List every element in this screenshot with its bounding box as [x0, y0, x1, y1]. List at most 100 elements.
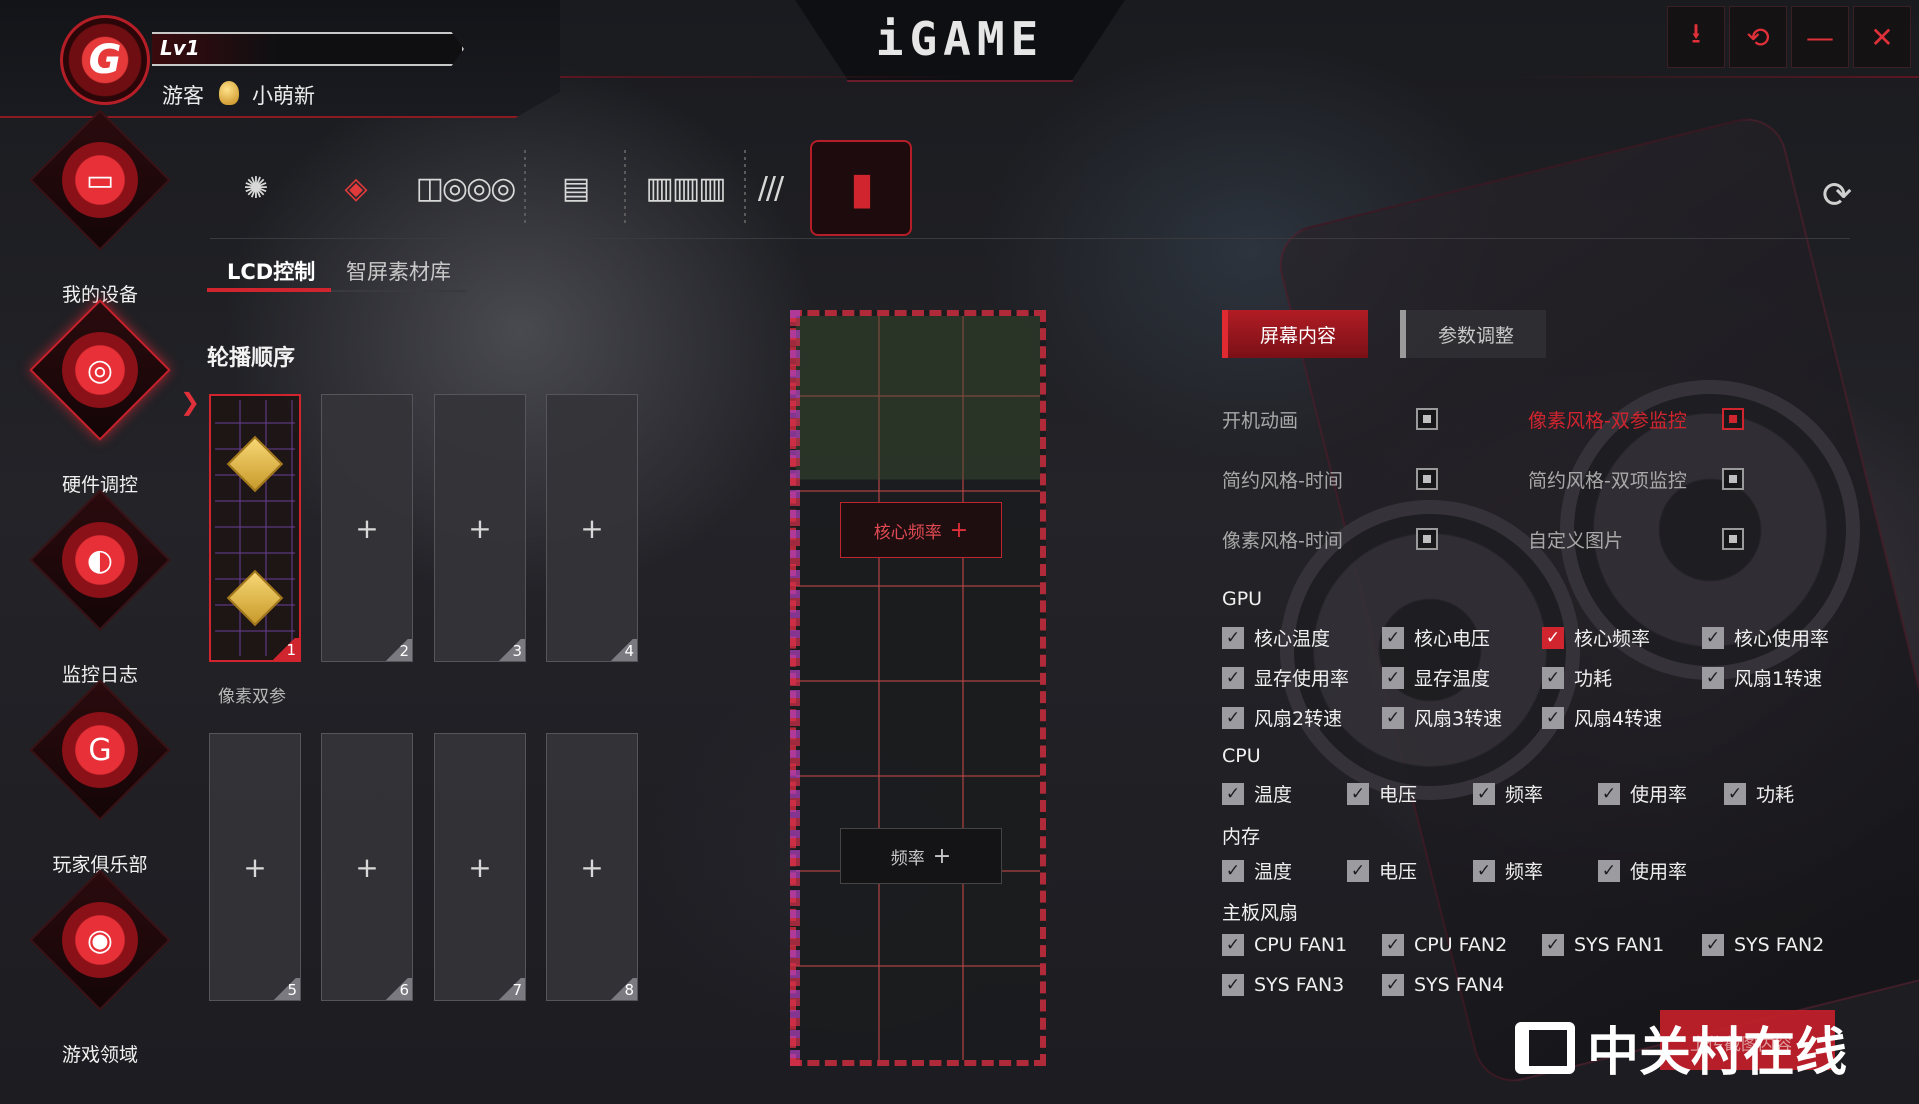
checkbox-label: 电压 — [1379, 861, 1418, 883]
logo-plate — [795, 0, 1125, 80]
board-fan-checkbox[interactable]: ✓CPU FAN1 — [1222, 934, 1347, 956]
slot-number: 4 — [611, 639, 637, 661]
board-fan-checkbox[interactable]: ✓SYS FAN1 — [1542, 934, 1664, 956]
device-tab-lcd-screen[interactable]: ▮ — [810, 140, 912, 236]
cpu-checkbox[interactable]: ✓频率 — [1473, 780, 1543, 807]
cpu-checkbox[interactable]: ✓温度 — [1222, 780, 1292, 807]
screen-option-radio[interactable] — [1722, 408, 1744, 430]
screen-option-radio[interactable] — [1722, 468, 1744, 490]
device-tab-gpu-card[interactable]: ◫◎◎◎ — [410, 140, 520, 236]
tab-screen-content[interactable]: 屏幕内容 — [1222, 310, 1368, 358]
device-tab-stripes[interactable]: /// — [740, 140, 800, 236]
watermark-bar — [1660, 1010, 1835, 1070]
lcd-preview: 核心频率 + 频率 + — [790, 310, 1046, 1066]
refresh-icon[interactable]: ⟳ — [1822, 175, 1853, 216]
gpu-checkbox[interactable]: ✓核心使用率 — [1702, 624, 1829, 651]
slot-number: 1 — [273, 638, 299, 660]
gpu-checkbox[interactable]: ✓风扇2转速 — [1222, 704, 1342, 731]
tab-lcd-control[interactable]: LCD控制 — [227, 260, 316, 284]
cpu-checkbox[interactable]: ✓使用率 — [1598, 780, 1687, 807]
app-logo: iGAME — [875, 12, 1045, 66]
cpu-checkbox[interactable]: ✓功耗 — [1724, 780, 1794, 807]
device-tab-fan[interactable]: ✺ — [210, 140, 300, 236]
checkbox-label: 频率 — [1505, 784, 1544, 806]
cpu-checkbox[interactable]: ✓电压 — [1347, 780, 1417, 807]
watermark-subtitle: 上传截图内容 — [1690, 1035, 1792, 1055]
tab-screen-library[interactable]: 智屏素材库 — [346, 260, 451, 284]
board-fan-checkbox[interactable]: ✓SYS FAN2 — [1702, 934, 1824, 956]
minimize-button[interactable]: — — [1791, 6, 1849, 68]
gpu-checkbox[interactable]: ✓核心频率 — [1542, 624, 1650, 651]
close-button[interactable]: ✕ — [1853, 6, 1911, 68]
watermark-logo-icon — [1515, 1021, 1575, 1074]
screen-option-radio[interactable] — [1416, 408, 1438, 430]
gpu-checkbox[interactable]: ✓显存使用率 — [1222, 664, 1349, 691]
carousel-slot-5[interactable]: +5 — [209, 733, 301, 1001]
carousel-slot-3[interactable]: +3 — [434, 394, 526, 662]
checkbox-check-icon: ✓ — [1382, 706, 1404, 729]
bulb-icon — [219, 81, 239, 105]
checkbox-label: 使用率 — [1630, 784, 1688, 806]
monitor-icon: ▭ — [62, 142, 138, 218]
carousel-slot-2[interactable]: +2 — [321, 394, 413, 662]
screen-option-radio[interactable] — [1416, 528, 1438, 550]
sidebar-item-label: 游戏领域 — [61, 1044, 138, 1066]
checkbox-check-icon: ✓ — [1702, 666, 1724, 689]
download-alert-icon: ⭳ — [1691, 17, 1701, 50]
device-tab-memory[interactable]: ▥▥▥ — [630, 140, 740, 236]
sidebar-item-1[interactable]: ◎硬件调控 — [28, 299, 172, 500]
carousel-slot-1[interactable]: 1 — [209, 394, 301, 662]
gpu-checkbox[interactable]: ✓风扇4转速 — [1542, 704, 1662, 731]
screen-option-radio[interactable] — [1722, 528, 1744, 550]
board-fan-checkbox[interactable]: ✓SYS FAN4 — [1382, 974, 1504, 996]
checkbox-check-icon: ✓ — [1382, 666, 1404, 689]
gpu-checkbox[interactable]: ✓显存温度 — [1382, 664, 1490, 691]
plus-icon: + — [355, 511, 379, 545]
carousel-slot-6[interactable]: +6 — [321, 733, 413, 1001]
sidebar-item-label: 玩家俱乐部 — [52, 854, 148, 876]
checkbox-label: SYS FAN1 — [1574, 934, 1665, 956]
device-tab-joycon[interactable]: ◈ — [310, 140, 400, 236]
tab-param-adjust[interactable]: 参数调整 — [1400, 310, 1546, 358]
device-tab-motherboard[interactable]: ▤ — [530, 140, 620, 236]
download-alert-button[interactable]: ⭳ — [1667, 6, 1725, 68]
memory-checkbox[interactable]: ✓频率 — [1473, 857, 1543, 884]
checkbox-label: SYS FAN4 — [1414, 974, 1505, 996]
screen-option-label: 自定义图片 — [1528, 530, 1624, 552]
sidebar-item-0[interactable]: ▭我的设备 — [28, 109, 172, 310]
checkbox-check-icon: ✓ — [1222, 626, 1244, 649]
carousel-slot-7[interactable]: +7 — [434, 733, 526, 1001]
gpu-checkbox[interactable]: ✓功耗 — [1542, 664, 1612, 691]
active-indicator-icon: ❯ — [180, 388, 201, 416]
add-frequency-button[interactable]: 频率 + — [840, 828, 1002, 884]
memory-checkbox[interactable]: ✓电压 — [1347, 857, 1417, 884]
slot-caption: 像素双参 — [218, 687, 286, 707]
checkbox-check-icon: ✓ — [1382, 626, 1404, 649]
preview-grid — [796, 316, 1040, 1060]
device-tabs-divider — [210, 238, 1850, 239]
checkbox-label: 核心电压 — [1414, 628, 1491, 650]
button-label: 核心频率 — [873, 522, 942, 543]
board-fan-checkbox[interactable]: ✓CPU FAN2 — [1382, 934, 1507, 956]
board-fan-checkbox[interactable]: ✓SYS FAN3 — [1222, 974, 1344, 996]
sidebar-item-2[interactable]: ◐监控日志 — [28, 489, 172, 690]
gpu-checkbox[interactable]: ✓ 核心电压 — [1382, 624, 1490, 651]
carousel-slot-8[interactable]: +8 — [546, 733, 638, 1001]
gpu-checkbox[interactable]: ✓风扇3转速 — [1382, 704, 1502, 731]
gpu-checkbox[interactable]: ✓风扇1转速 — [1702, 664, 1822, 691]
memory-checkbox[interactable]: ✓使用率 — [1598, 857, 1687, 884]
memory-checkbox[interactable]: ✓温度 — [1222, 857, 1292, 884]
gpu-checkbox[interactable]: ✓核心温度 — [1222, 624, 1330, 651]
checkbox-label: CPU FAN2 — [1414, 934, 1508, 956]
avatar[interactable]: G — [60, 15, 150, 105]
screen-option-radio[interactable] — [1416, 468, 1438, 490]
add-core-frequency-button[interactable]: 核心频率 + — [840, 502, 1002, 558]
plus-icon: + — [468, 850, 492, 884]
sidebar-item-4[interactable]: ◉游戏领域 — [28, 869, 172, 1070]
carousel-slot-4[interactable]: +4 — [546, 394, 638, 662]
sub-tab-underline — [207, 288, 331, 292]
slot-number: 5 — [274, 978, 300, 1000]
screen-option-label: 简约风格-时间 — [1222, 470, 1343, 492]
skin-button[interactable]: ⟲ — [1729, 6, 1787, 68]
